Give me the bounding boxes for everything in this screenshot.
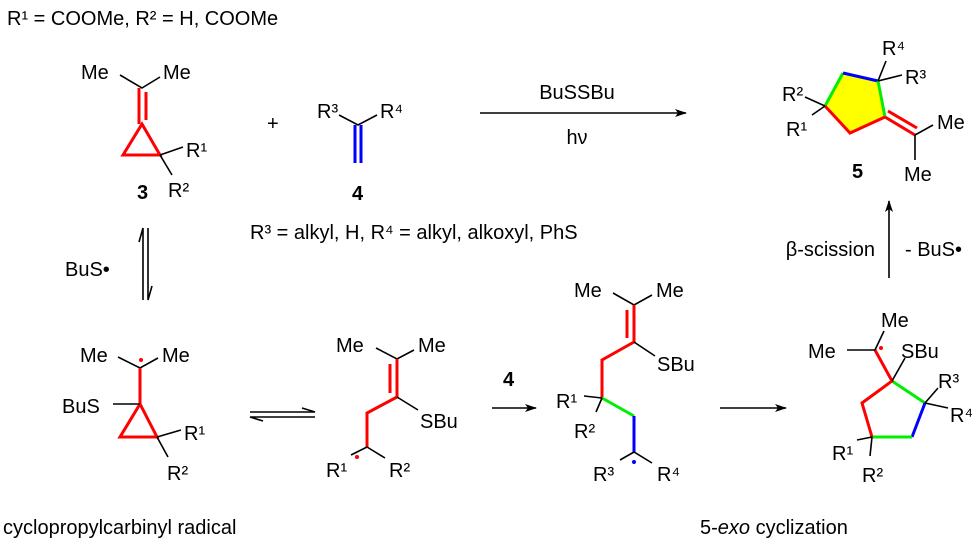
methyl-label: Me bbox=[81, 62, 109, 84]
caption-cyclopropylcarbinyl: cyclopropylcarbinyl radical bbox=[3, 517, 236, 539]
r3-r4-definition: R³ = alkyl, H, R⁴ = alkyl, alkoxyl, PhS bbox=[250, 222, 578, 244]
sbu-label: SBu bbox=[420, 411, 458, 433]
cyclopentane-ring-fill bbox=[825, 73, 885, 133]
methyl-label: Me bbox=[937, 112, 965, 134]
compound-number: 3 bbox=[137, 182, 148, 204]
r1-label: R¹ bbox=[832, 443, 853, 465]
r1-label: R¹ bbox=[184, 423, 205, 445]
compound-4: R³ R⁴ 4 bbox=[317, 101, 403, 205]
r1-label: R¹ bbox=[786, 119, 807, 141]
sbu-label: SBu bbox=[657, 354, 695, 376]
thiyl-loss-label: - BuS• bbox=[905, 239, 962, 261]
equilibrium-arrow-horizontal bbox=[249, 407, 316, 422]
r2-label: R² bbox=[574, 421, 595, 443]
methyl-label: Me bbox=[163, 62, 191, 84]
compound-number: 4 bbox=[352, 183, 364, 205]
methyl-label: Me bbox=[80, 345, 108, 367]
r4-label: R⁴ bbox=[657, 464, 680, 486]
methyl-label: Me bbox=[881, 310, 909, 332]
r4-label: R⁴ bbox=[950, 405, 973, 427]
r2-label: R² bbox=[168, 180, 189, 202]
ring-opened-radical: Me Me SBu R¹ R² bbox=[326, 335, 458, 482]
bus-label: BuS bbox=[62, 396, 100, 418]
adduct-radical: Me Me SBu R¹ R² R³ R⁴ bbox=[556, 280, 695, 486]
methyl-label: Me bbox=[656, 280, 684, 302]
compound-5: R⁴ R³ R² R¹ Me Me 5 bbox=[782, 38, 965, 186]
radical-dot bbox=[355, 455, 359, 459]
methyl-label: Me bbox=[904, 164, 932, 186]
compound-3: Me Me R¹ R² 3 bbox=[81, 62, 207, 204]
r2-label: R² bbox=[782, 84, 803, 106]
sbu-label: SBu bbox=[901, 341, 939, 363]
radical-dot bbox=[139, 358, 143, 362]
beta-scission-label: β-scission bbox=[786, 239, 875, 261]
r3-label: R³ bbox=[317, 101, 338, 123]
methyl-label: Me bbox=[418, 335, 446, 357]
r3-label: R³ bbox=[905, 67, 926, 89]
r3-label: R³ bbox=[593, 464, 614, 486]
plus-sign: + bbox=[267, 113, 279, 135]
reagent-label: BuSSBu bbox=[539, 82, 615, 104]
r4-label: R⁴ bbox=[380, 101, 403, 123]
methyl-label: Me bbox=[162, 345, 190, 367]
substituent-definition: R¹ = COOMe, R² = H, COOMe bbox=[7, 8, 278, 30]
cyclopropylcarbinyl-radical: Me Me BuS R¹ R² bbox=[62, 345, 205, 485]
r1-label: R¹ bbox=[556, 391, 577, 413]
condition-label: hν bbox=[566, 127, 587, 149]
r3-label: R³ bbox=[938, 371, 959, 393]
r2-label: R² bbox=[389, 460, 410, 482]
caption-5-exo: 5-exo cyclization bbox=[700, 517, 848, 539]
r1-label: R¹ bbox=[326, 460, 347, 482]
compound-number: 5 bbox=[852, 161, 863, 183]
thiyl-radical-label: BuS• bbox=[65, 259, 110, 281]
alkene-reagent-label: 4 bbox=[503, 369, 515, 391]
r2-label: R² bbox=[167, 463, 188, 485]
r1-label: R¹ bbox=[186, 140, 207, 162]
radical-dot bbox=[879, 346, 883, 350]
radical-dot bbox=[632, 460, 636, 464]
methyl-label: Me bbox=[574, 280, 602, 302]
equilibrium-arrow-vertical bbox=[138, 227, 153, 301]
methyl-label: Me bbox=[808, 341, 836, 363]
r2-label: R² bbox=[862, 465, 883, 487]
methyl-label: Me bbox=[336, 335, 364, 357]
r4-label: R⁴ bbox=[882, 38, 905, 60]
cyclized-radical: Me Me SBu R³ R⁴ R¹ R² bbox=[808, 310, 973, 487]
